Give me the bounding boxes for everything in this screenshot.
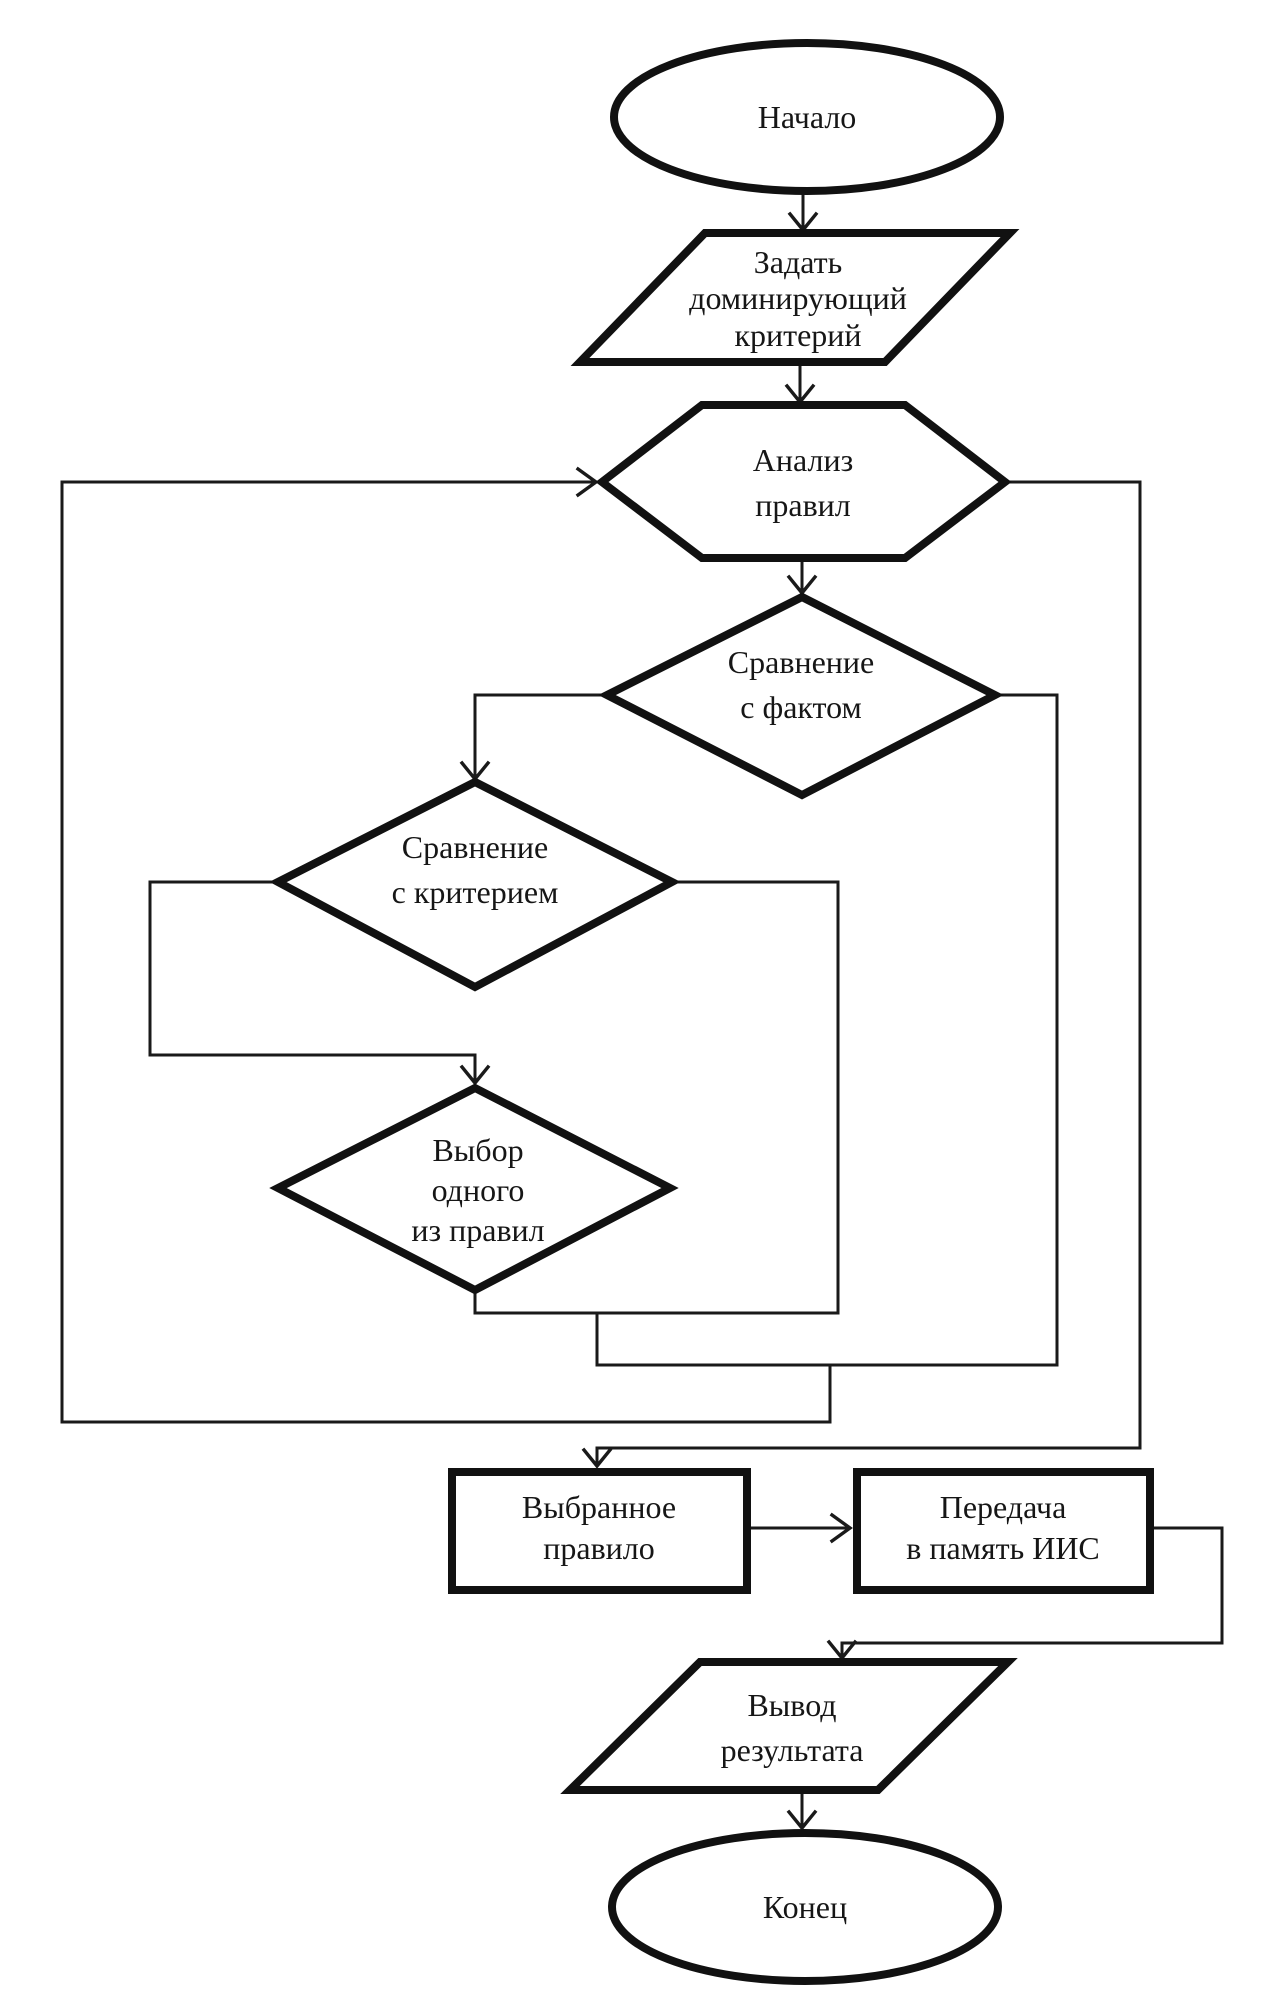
edge-compare-fact-right-return bbox=[993, 693, 1059, 1367]
node-compare-criterion-line2: с критерием bbox=[392, 874, 559, 910]
arrowhead-down-icon bbox=[786, 1809, 818, 1831]
node-compare-fact-line2: с фактом bbox=[740, 689, 861, 725]
node-analyze-rules: Анализ правил bbox=[595, 401, 1012, 562]
edge-feedback-loop-to-analyze bbox=[60, 480, 832, 1424]
node-output-result-line1: Вывод bbox=[747, 1687, 836, 1723]
node-compare-fact: Сравнение с фактом bbox=[598, 592, 1004, 800]
node-choose-rule-line3: из правил bbox=[411, 1212, 544, 1248]
terminator-ellipse bbox=[610, 39, 1004, 195]
node-transfer-memory-line2: в память ИИС bbox=[906, 1530, 1100, 1566]
node-compare-criterion-line1: Сравнение bbox=[402, 829, 548, 865]
node-transfer-memory: Передача в память ИИС bbox=[853, 1468, 1154, 1594]
edge-choose-rule-bottom-return bbox=[473, 1288, 840, 1315]
edge-compare-fact-to-compare-criterion bbox=[473, 693, 609, 778]
node-end-label: Конец bbox=[763, 1889, 847, 1925]
node-start-label: Начало bbox=[758, 99, 857, 135]
process-rect bbox=[853, 1468, 1154, 1594]
edges bbox=[60, 190, 1224, 1831]
node-transfer-memory-line1: Передача bbox=[940, 1489, 1067, 1525]
io-parallelogram bbox=[560, 1658, 1018, 1794]
node-start: Начало bbox=[610, 39, 1004, 195]
node-set-criterion: Задать доминирующий критерий bbox=[570, 229, 1020, 366]
node-output-result-line2: результата bbox=[721, 1732, 864, 1768]
node-selected-rule: Выбранное правило bbox=[448, 1468, 751, 1594]
node-analyze-rules-line2: правил bbox=[755, 487, 851, 523]
node-end: Конец bbox=[608, 1829, 1002, 1985]
node-compare-criterion: Сравнение с критерием bbox=[269, 777, 681, 992]
edge-transfer-to-output bbox=[840, 1526, 1224, 1657]
edge-merge-middle bbox=[595, 1311, 1059, 1367]
node-set-criterion-line2: доминирующий bbox=[689, 280, 907, 316]
edge-analyze-to-selected-rule bbox=[595, 480, 1142, 1467]
node-selected-rule-line1: Выбранное bbox=[522, 1489, 676, 1525]
node-set-criterion-line1: Задать bbox=[754, 244, 842, 280]
io-parallelogram bbox=[570, 229, 1020, 366]
edge-compare-criterion-to-choose-rule bbox=[148, 880, 477, 1082]
arrowhead-right-icon bbox=[829, 1512, 853, 1544]
loop-hexagon bbox=[595, 401, 1012, 562]
node-analyze-rules-line1: Анализ bbox=[753, 442, 853, 478]
node-choose-rule: Выбор одного из правил bbox=[269, 1083, 679, 1295]
decision-diamond bbox=[269, 1083, 679, 1295]
edge-compare-criterion-right-return bbox=[670, 880, 840, 1315]
process-rect bbox=[448, 1468, 751, 1594]
node-set-criterion-line3: критерий bbox=[734, 317, 861, 353]
arrowhead-down-icon bbox=[459, 1064, 491, 1086]
node-compare-fact-line1: Сравнение bbox=[728, 644, 874, 680]
terminator-ellipse bbox=[608, 1829, 1002, 1985]
node-choose-rule-line2: одного bbox=[432, 1172, 525, 1208]
node-selected-rule-line2: правило bbox=[543, 1530, 655, 1566]
node-output-result: Вывод результата bbox=[560, 1658, 1018, 1794]
decision-diamond bbox=[598, 592, 1004, 800]
arrowhead-down-icon bbox=[581, 1447, 613, 1469]
node-choose-rule-line1: Выбор bbox=[432, 1132, 523, 1168]
decision-diamond bbox=[269, 777, 681, 992]
